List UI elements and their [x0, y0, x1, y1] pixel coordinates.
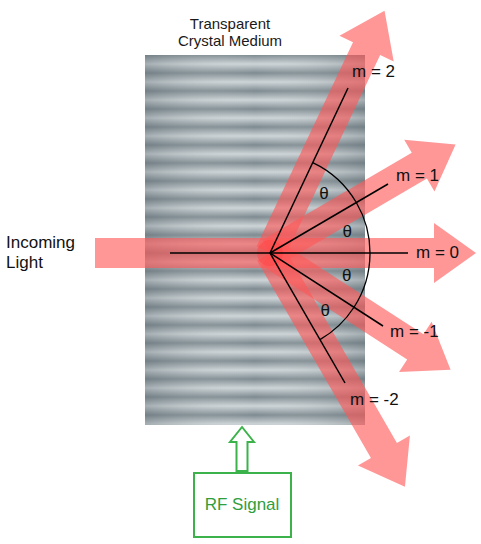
- light-beams: [95, 11, 476, 487]
- angle-arc: [313, 163, 357, 203]
- order-lines: [170, 88, 408, 383]
- incoming-beam: [95, 238, 270, 268]
- diffracted-beam: [257, 246, 410, 487]
- angle-symbol: θ: [342, 266, 351, 286]
- part-heading: Transparent Crystal Medium: [165, 15, 295, 50]
- signal-box: RF Signal: [193, 472, 292, 538]
- order-line: [270, 253, 345, 383]
- crystal-medium: Transparent Crystal Medium: [145, 55, 365, 425]
- order-label: m = -1: [390, 322, 439, 342]
- signal-arrow: [230, 427, 254, 471]
- angle-arc: [354, 253, 370, 307]
- order-line: [270, 184, 388, 253]
- angle-arc: [356, 203, 370, 253]
- order-line: [270, 88, 348, 253]
- order-label: m = 1: [396, 166, 439, 186]
- order-label: m = 2: [352, 62, 395, 82]
- beam-label: Incoming Light: [6, 233, 88, 272]
- angle-symbol: θ: [342, 222, 351, 242]
- angle-symbol: θ: [319, 184, 328, 204]
- angle-symbol: θ: [320, 301, 329, 321]
- order-line: [270, 252, 408, 254]
- axis-line: [170, 252, 270, 254]
- order-line: [270, 253, 383, 326]
- signal-name: RF Signal: [205, 495, 280, 515]
- order-label: m = 0: [416, 243, 459, 263]
- order-label: m = -2: [350, 390, 399, 410]
